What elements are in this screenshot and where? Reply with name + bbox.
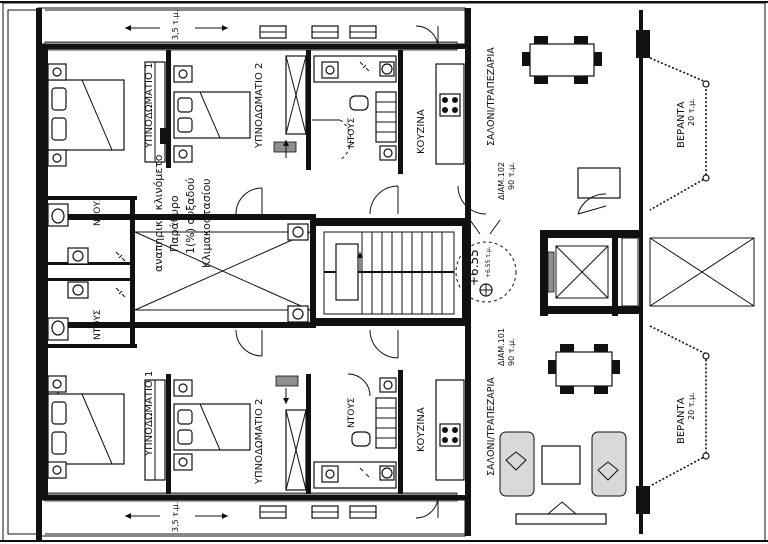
label-level-sub: +6.55 τ.μ.: [485, 246, 492, 278]
label-level: +6.55: [467, 249, 481, 286]
doors-lower: [235, 329, 399, 397]
bed-lower-1: [47, 375, 125, 479]
label-living-lower: ΣΑΛΟΝΙ/ΤΡΑΠΕΖΑΡΙΑ: [486, 377, 497, 476]
walls: [42, 8, 650, 536]
label-kitchen-lower: ΚΟΥΖΙΝΑ: [416, 407, 427, 452]
label-shower-lower-1: ΝΤΟΥΣ: [347, 397, 357, 428]
doors-upper: [235, 185, 607, 215]
upper-flat: [47, 25, 710, 215]
label-bedroom-2-lower: ΥΠΝΟΔΩΜΑΤΙΟ 2: [254, 399, 265, 485]
wardrobe-lower-1: [144, 379, 166, 481]
bed-lower-2: [173, 379, 251, 471]
label-ramp-4: Κλιμακοστασίου: [200, 178, 213, 268]
label-shower-upper-1: ΝΤΟΥΣ: [347, 117, 357, 148]
sofa-set-lower: [499, 431, 627, 525]
label-kitchen-upper: ΚΟΥΖΙΝΑ: [416, 109, 427, 154]
veranda-lower: [649, 325, 710, 487]
kitchen-lower: [415, 379, 465, 519]
label-apartment-upper: ΔΙΑΜ.102: [497, 162, 506, 200]
label-area-upper: 90 τ.μ.: [507, 162, 516, 190]
label-ramp-2: Παράθυρο: [168, 195, 181, 252]
label-veranda-area-upper: 20 τ.μ.: [687, 98, 696, 126]
wardrobe-lower-2: [275, 375, 307, 491]
landing: [455, 219, 517, 303]
label-living-upper: ΣΑΛΟΝΙ/ΤΡΑΠΕΖΑΡΙΑ: [486, 47, 497, 146]
label-bedroom-2-upper: ΥΠΝΟΔΩΜΑΤΙΟ 2: [254, 63, 265, 149]
balcony-windows: [259, 25, 377, 519]
label-apartment-lower: ΔΙΑΜ.101: [497, 328, 506, 366]
corridor-ramp: [47, 203, 311, 341]
bath-lower: [313, 377, 397, 489]
kitchen-upper: [415, 25, 465, 165]
veranda-upper: [649, 57, 710, 211]
staircase: [323, 231, 455, 315]
label-veranda-area-lower: 20 τ.μ.: [687, 392, 696, 420]
bed-upper-1: [47, 63, 125, 167]
label-balcony-area-upper: 3,5 τ.μ.: [171, 10, 180, 40]
label-veranda-lower: ΒΕΡΑΝΤΑ: [676, 397, 687, 444]
lift-shaft: [547, 237, 755, 307]
label-shower-lower-2: ΝΤΟΥΣ: [93, 309, 103, 340]
label-veranda-upper: ΒΕΡΑΝΤΑ: [676, 101, 687, 148]
wardrobe-upper-1: [144, 61, 168, 163]
dining-upper: [522, 36, 621, 199]
bath-upper: [312, 55, 397, 161]
bed-upper-2: [173, 65, 251, 163]
label-area-lower: 90 τ.μ.: [507, 338, 516, 366]
label-bedroom-1-lower: ΥΠΝΟΔΩΜΑΤΙΟ 1: [144, 371, 155, 457]
label-balcony-area-lower: 3,5 τ.μ.: [171, 502, 180, 532]
dining-lower: [548, 344, 620, 394]
label-bedroom-1-upper: ΥΠΝΟΔΩΜΑΤΙΟ 1: [144, 63, 155, 149]
lower-flat: [47, 325, 710, 525]
label-ramp-3: 1(%) αυξαδού: [184, 178, 197, 254]
label-shower-upper-2: ΝΤΟΥΣ: [93, 195, 103, 226]
label-ramp-1: αναπηρικό κλινόμετο: [152, 154, 165, 272]
wardrobe-upper-2: [273, 55, 307, 158]
